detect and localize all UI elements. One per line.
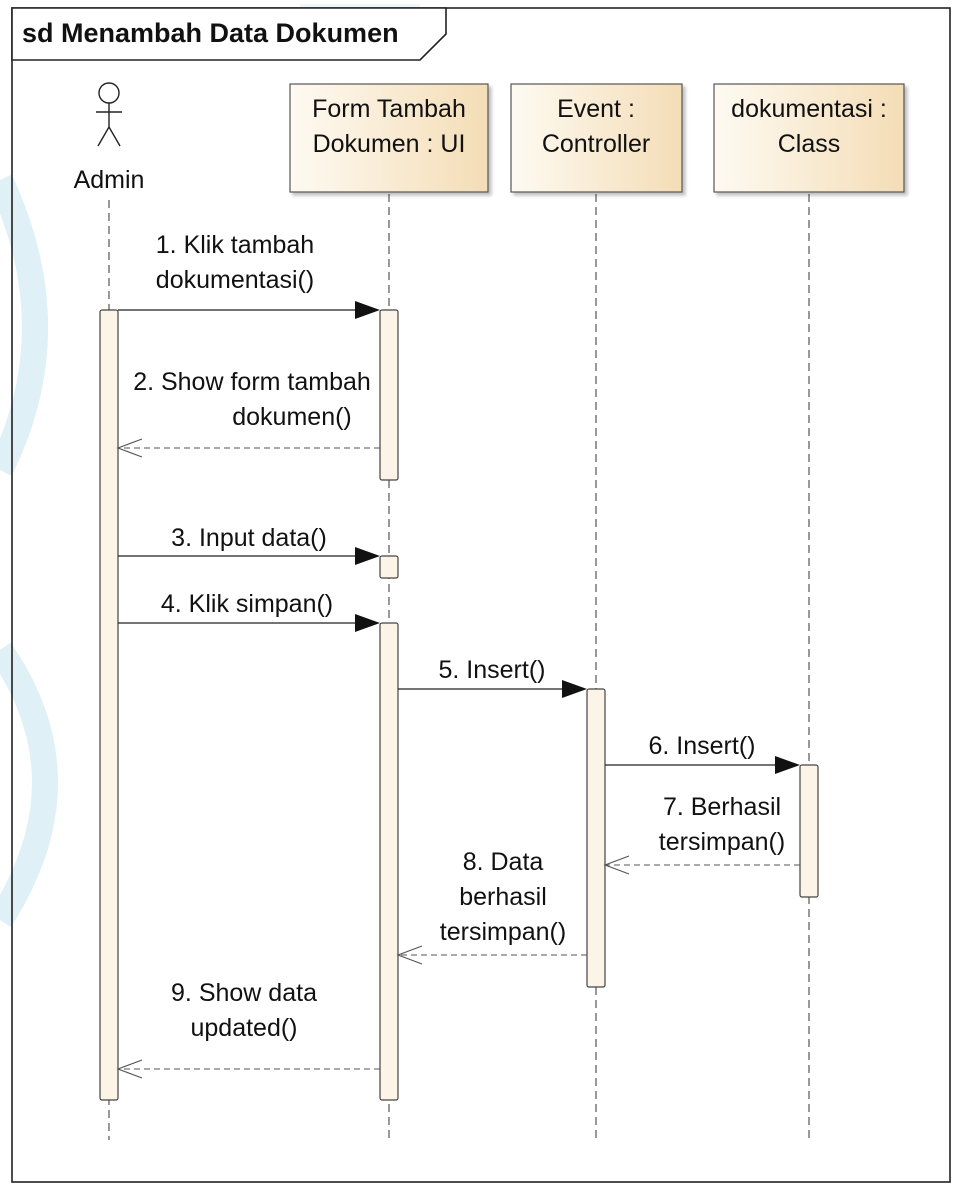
message-6-arrowhead-icon — [775, 756, 800, 774]
message-8-label-line3: tersimpan() — [440, 918, 566, 946]
message-7-label-line1: 7. Berhasil — [663, 793, 781, 821]
message-5: 5. Insert() — [398, 656, 587, 698]
message-4: 4. Klik simpan() — [118, 590, 380, 632]
participant-class: dokumentasi : Class — [713, 83, 905, 193]
message-9-label-line1: 9. Show data — [171, 979, 317, 1007]
message-6: 6. Insert() — [605, 732, 800, 774]
message-7-open-arrowhead-icon — [603, 855, 630, 875]
message-4-arrowhead-icon — [355, 614, 380, 632]
frame-title-tab — [11, 7, 447, 61]
participant-class-box — [713, 83, 905, 193]
participant-controller-label-line2: Controller — [542, 130, 650, 158]
activation-controller — [586, 688, 606, 988]
frame-title: sd Menambah Data Dokumen — [22, 18, 399, 48]
message-4-label: 4. Klik simpan() — [161, 590, 333, 618]
message-8: 8. Data berhasil tersimpan() — [396, 848, 587, 965]
message-8-label-line1: 8. Data — [463, 848, 544, 876]
message-1: 1. Klik tambah dokumentasi() — [118, 231, 380, 319]
message-2: 2. Show form tambah dokumen() — [116, 368, 380, 458]
actor-admin: Admin — [74, 82, 145, 194]
message-5-label: 5. Insert() — [439, 656, 546, 684]
activation-admin — [99, 309, 119, 1101]
message-8-open-arrowhead-icon — [396, 945, 423, 965]
activation-class — [799, 764, 819, 898]
participant-ui-label-line2: Dokumen : UI — [313, 130, 466, 158]
participant-class-label-line2: Class — [778, 130, 841, 158]
message-2-label-line1: 2. Show form tambah — [133, 368, 371, 396]
participant-ui: Form Tambah Dokumen : UI — [289, 83, 489, 193]
message-5-arrowhead-icon — [562, 680, 587, 698]
message-9-label-line2: updated() — [190, 1014, 297, 1042]
activation-ui-2 — [379, 555, 399, 579]
message-2-open-arrowhead-icon — [116, 438, 143, 458]
activation-ui-1 — [379, 309, 399, 481]
message-3: 3. Input data() — [118, 524, 380, 565]
message-3-arrowhead-icon — [355, 547, 380, 565]
frame-border — [11, 7, 951, 1183]
message-1-label-line1: 1. Klik tambah — [156, 231, 314, 259]
message-9: 9. Show data updated() — [116, 979, 380, 1079]
message-1-arrowhead-icon — [355, 301, 380, 319]
activation-ui-3 — [379, 622, 399, 1101]
participant-controller-label-line1: Event : — [557, 95, 635, 123]
participant-ui-box — [289, 83, 489, 193]
message-7: 7. Berhasil tersimpan() — [603, 793, 800, 875]
participant-controller-box — [510, 83, 683, 193]
participant-class-label-line1: dokumentasi : — [731, 95, 887, 123]
message-3-label: 3. Input data() — [171, 524, 327, 552]
message-7-label-line2: tersimpan() — [659, 828, 785, 856]
message-1-label-line2: dokumentasi() — [156, 266, 314, 294]
message-8-label-line2: berhasil — [459, 883, 547, 911]
participant-ui-label-line1: Form Tambah — [312, 95, 466, 123]
message-2-label-line2: dokumen() — [232, 403, 352, 431]
actor-label: Admin — [74, 166, 145, 194]
participant-controller: Event : Controller — [510, 83, 683, 193]
message-6-label: 6. Insert() — [649, 732, 756, 760]
message-9-open-arrowhead-icon — [116, 1059, 143, 1079]
actor-stick-figure-icon — [96, 82, 122, 147]
